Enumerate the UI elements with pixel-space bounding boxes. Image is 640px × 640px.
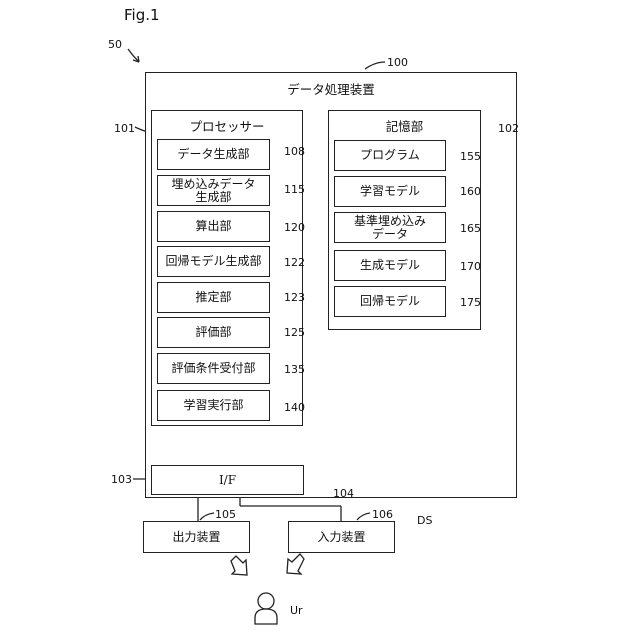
- program: プログラム: [334, 140, 446, 171]
- ref-104: 104: [333, 487, 354, 500]
- ref-102: 102: [498, 122, 519, 135]
- evaluation-condition-accepting-unit: 評価条件受付部: [157, 353, 270, 384]
- ref-160: 160: [460, 185, 481, 198]
- user-head-icon: [258, 593, 274, 609]
- ref-120: 120: [284, 221, 305, 234]
- device-title: データ処理装置: [145, 79, 517, 98]
- ref-103: 103: [111, 473, 132, 486]
- reference-embedding-data: 基準埋め込み データ: [334, 212, 446, 243]
- ref-105-leader: [200, 513, 214, 520]
- input-device: 入力装置: [288, 521, 395, 553]
- regression-model-generation-unit: 回帰モデル生成部: [157, 246, 270, 277]
- ref-106: 106: [372, 508, 393, 521]
- ref-125: 125: [284, 326, 305, 339]
- ds-label: DS: [417, 514, 432, 527]
- learning-execution-unit: 学習実行部: [157, 390, 270, 421]
- ref-165: 165: [460, 222, 481, 235]
- ref-105: 105: [215, 508, 236, 521]
- embedding-data-generation-unit: 埋め込みデータ 生成部: [157, 175, 270, 206]
- ref-108: 108: [284, 145, 305, 158]
- ref-115: 115: [284, 183, 305, 196]
- ref-175: 175: [460, 296, 481, 309]
- figure-label: Fig.1: [124, 6, 160, 24]
- input-arrow: [287, 554, 304, 574]
- calculation-unit: 算出部: [157, 211, 270, 242]
- regression-model: 回帰モデル: [334, 286, 446, 317]
- user-body-icon: [255, 609, 277, 624]
- ref-122: 122: [284, 256, 305, 269]
- estimation-unit: 推定部: [157, 282, 270, 313]
- output-arrow: [231, 556, 247, 575]
- user-label: Ur: [290, 604, 303, 617]
- data-generation-unit: データ生成部: [157, 139, 270, 170]
- ref-123: 123: [284, 291, 305, 304]
- evaluation-unit: 評価部: [157, 317, 270, 348]
- ref-106-leader: [357, 513, 370, 520]
- generation-model: 生成モデル: [334, 250, 446, 281]
- output-device: 出力装置: [143, 521, 250, 553]
- storage-title: 記憶部: [328, 116, 481, 135]
- processor-title: プロセッサー: [151, 116, 303, 135]
- interface-box: I/F: [151, 465, 304, 495]
- ref-101: 101: [114, 122, 135, 135]
- learning-model: 学習モデル: [334, 176, 446, 207]
- ref-100: 100: [387, 56, 408, 69]
- ref-135: 135: [284, 363, 305, 376]
- ref-140: 140: [284, 401, 305, 414]
- ref-100-leader: [365, 62, 385, 69]
- ref-155: 155: [460, 150, 481, 163]
- ref-170: 170: [460, 260, 481, 273]
- ref-50: 50: [108, 38, 122, 51]
